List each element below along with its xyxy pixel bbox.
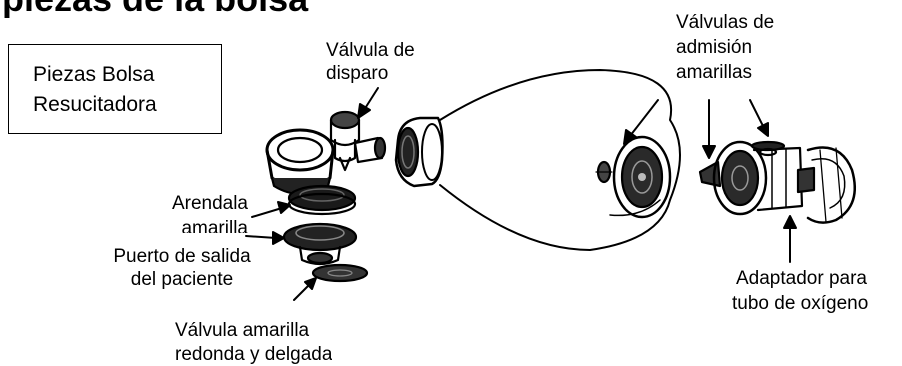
label-intake-valves-line3: amarillas [676,62,752,84]
label-patient-port-line2: del paciente [92,269,272,291]
oxygen-adapter [798,148,855,223]
label-washer-line1: Arendala [120,193,248,215]
label-intake-valves-line1: Válvulas de [676,12,774,34]
label-trigger-valve-line2: disparo [326,63,388,85]
yellow-washer [289,186,355,214]
label-trigger-valve-line1: Válvula de [326,40,415,62]
intake-valve-inner [614,137,670,217]
thin-round-valve [313,265,367,281]
trigger-valve-assembly [267,112,385,194]
label-washer-line2: amarilla [120,218,248,233]
label-oxygen-adapter-line1: Adaptador para [736,268,867,290]
patient-outlet-port [284,224,356,264]
label-intake-valves-line2: admisión [676,37,752,59]
label-patient-port-line1: Puerto de salida [92,246,272,268]
label-oxygen-adapter-line2: tubo de oxígeno [732,293,868,315]
label-thin-valve-line1: Válvula amarilla [175,320,309,342]
intake-valve-assembly [700,142,802,214]
bag-neck-connector [396,118,443,186]
label-thin-valve-line2: redonda y delgada [175,344,332,366]
